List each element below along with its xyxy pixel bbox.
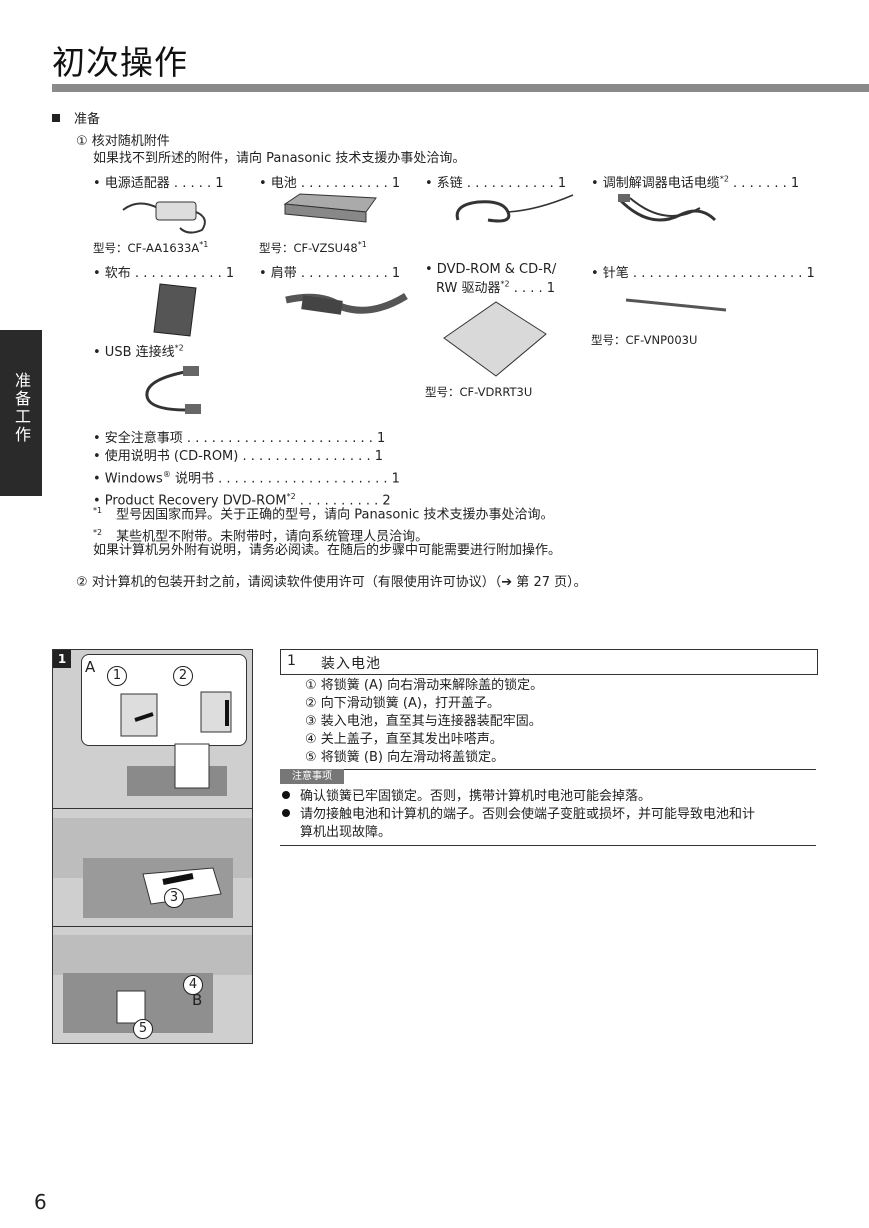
model-stylus: 型号：CF-VNP003U	[591, 333, 698, 347]
model-dvd-drive: 型号：CF-VDRRT3U	[425, 385, 533, 399]
step-figure: 1 A 1 2 3 4 B 5	[52, 649, 253, 1044]
side-tab-label: 准备工作	[12, 372, 31, 444]
step1-title: 装入电池	[321, 656, 381, 672]
notice-item: 算机出现故障。	[300, 825, 392, 840]
substep: ① 将锁簧 (A) 向右滑动来解除盖的锁定。	[305, 678, 544, 693]
section-heading: 准备	[52, 111, 100, 129]
item-battery: • 电池 . . . . . . . . . . . 1	[259, 176, 401, 191]
item-ac-adapter: • 电源适配器 . . . . . 1	[93, 176, 224, 191]
substep: ⑤ 将锁簧 (B) 向左滑动将盖锁定。	[305, 750, 505, 765]
doc-item: • 安全注意事项 . . . . . . . . . . . . . . . .…	[93, 431, 386, 446]
notice-item: 请勿接触电池和计算机的端子。否则会使端子变脏或损坏，并可能导致电池和计	[282, 806, 822, 824]
item-tether: • 系链 . . . . . . . . . . . 1	[425, 176, 567, 191]
item-usb-cable: • USB 连接线*2	[93, 343, 184, 360]
dvd-drive-image	[443, 301, 547, 377]
notice-item: 确认锁簧已牢固锁定。否则，携带计算机时电池可能会掉落。	[282, 788, 822, 806]
usb-cable-image	[145, 366, 201, 414]
extra-note: 如果计算机另外附有说明，请务必阅读。在随后的步骤中可能需要进行附加操作。	[93, 543, 562, 558]
step1-number: 1	[287, 653, 296, 669]
shoulder-strap-image	[285, 293, 408, 315]
page-number: 6	[34, 1190, 47, 1214]
label-b: B	[192, 991, 203, 1009]
side-tab: 准备工作	[0, 330, 42, 496]
modem-cable-image	[618, 194, 717, 222]
latch-detail-icon	[120, 691, 232, 737]
sub1-title: ① 核对随机附件	[76, 134, 170, 149]
doc-item: • Product Recovery DVD-ROM*2 . . . . . .…	[93, 492, 391, 509]
circle-2: 2	[173, 666, 193, 686]
soft-cloth-image	[153, 283, 197, 337]
title-divider	[52, 84, 869, 92]
ac-adapter-image	[122, 201, 206, 234]
substep: ④ 关上盖子，直至其发出咔嗒声。	[305, 732, 503, 747]
step1-substeps: ① 将锁簧 (A) 向右滑动来解除盖的锁定。 ② 向下滑动锁簧 (A)，打开盖子…	[305, 677, 543, 767]
page-title: 初次操作	[52, 43, 188, 82]
square-bullet-icon	[52, 114, 60, 122]
laptop-latch-icon	[127, 743, 227, 796]
sub1-desc: 如果找不到所述的附件，请向 Panasonic 技术支援办事处洽询。	[93, 151, 466, 166]
model-ac-adapter: 型号：CF-AA1633A*1	[93, 240, 209, 255]
doc-item: • 使用说明书 (CD-ROM) . . . . . . . . . . . .…	[93, 449, 383, 464]
doc-item: • Windows® 说明书 . . . . . . . . . . . . .…	[93, 470, 400, 487]
docs-list: • 安全注意事项 . . . . . . . . . . . . . . . .…	[93, 430, 400, 511]
bullet-icon	[282, 809, 290, 817]
sub2-text: ② 对计算机的包装开封之前，请阅读软件使用许可（有限使用许可协议）（➔ 第 27…	[76, 575, 587, 590]
notice-label: 注意事项	[280, 769, 344, 784]
item-dvd-drive: • DVD-ROM & CD-R/ RW 驱动器*2 . . . . 1	[425, 262, 557, 296]
item-modem-cable: • 调制解调器电话电缆*2 . . . . . . . 1	[591, 174, 800, 191]
stylus-image	[625, 298, 727, 312]
circle-3: 3	[164, 888, 184, 908]
item-shoulder-strap: • 肩带 . . . . . . . . . . . 1	[259, 266, 401, 281]
model-battery: 型号：CF-VZSU48*1	[259, 240, 367, 255]
label-a: A	[85, 658, 96, 676]
battery-image	[283, 193, 377, 223]
tether-image	[455, 194, 574, 223]
step1-header: 1 装入电池	[280, 649, 818, 675]
item-stylus: • 针笔 . . . . . . . . . . . . . . . . . .…	[591, 266, 815, 281]
substep: ③ 装入电池，直至其与连接器装配牢固。	[305, 714, 542, 729]
figure-step-number: 1	[53, 650, 71, 668]
substep: ② 向下滑动锁簧 (A)，打开盖子。	[305, 696, 500, 711]
item-soft-cloth: • 软布 . . . . . . . . . . . 1	[93, 266, 235, 281]
battery-insert-icon	[53, 818, 252, 918]
bullet-icon	[282, 791, 290, 799]
circle-5: 5	[133, 1019, 153, 1039]
notice-list: 确认锁簧已牢固锁定。否则，携带计算机时电池可能会掉落。 请勿接触电池和计算机的端…	[282, 788, 822, 842]
circle-4: 4	[183, 975, 203, 995]
circle-1: 1	[107, 666, 127, 686]
